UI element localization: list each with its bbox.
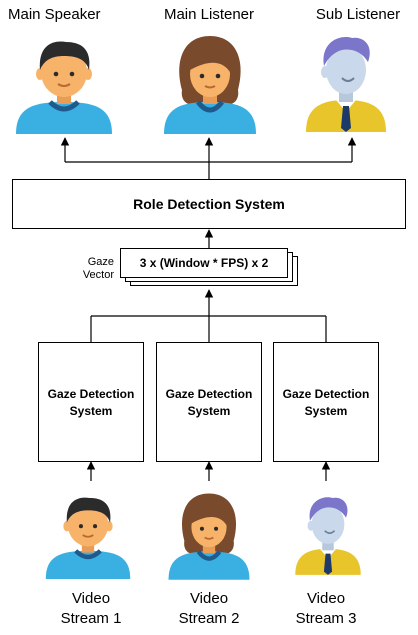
role-detection-system-title: Role Detection System [133, 196, 285, 212]
gaze-detection-system-1-line2: System [69, 404, 113, 418]
main-listener-label: Main Listener [163, 6, 255, 23]
video-stream-2-line2: Stream 2 [178, 610, 240, 627]
video-stream-2-label: Video Stream 2 [159, 589, 259, 629]
gaze-detection-system-3-line2: System [304, 404, 348, 418]
role-detection-system-box: Role Detection System [12, 179, 406, 229]
video-stream-3-line1: Video [306, 590, 346, 607]
gaze-vector-box: 3 x (Window * FPS) x 2 [120, 248, 288, 278]
gaze-detection-system-2-line2: System [187, 404, 231, 418]
gaze-detection-system-3-line1: Gaze Detection [282, 387, 370, 401]
gaze-detection-system-1: Gaze Detection System [38, 342, 144, 462]
gaze-vector-formula: 3 x (Window * FPS) x 2 [139, 256, 269, 270]
gaze-vector-label: Gaze Vector [66, 256, 114, 282]
gaze-vector-label-line2: Vector [82, 269, 114, 281]
gaze-detection-system-2-line1: Gaze Detection [165, 387, 253, 401]
video-stream-1-line1: Video [71, 590, 111, 607]
video-stream-3-label: Video Stream 3 [276, 589, 376, 629]
woman-avatar-icon [164, 36, 256, 134]
gaze-detection-system-2: Gaze Detection System [156, 342, 262, 462]
video-stream-2-line1: Video [189, 590, 229, 607]
gaze-detection-system-3: Gaze Detection System [273, 342, 379, 462]
video-stream-3-line2: Stream 3 [295, 610, 357, 627]
man-avatar-icon [16, 41, 112, 134]
sub-listener-label: Sub Listener [315, 6, 401, 23]
stream3-businessman-avatar-icon [295, 497, 361, 575]
main-speaker-label: Main Speaker [8, 6, 101, 23]
gaze-vector-label-line1: Gaze [87, 256, 114, 268]
stream1-man-avatar-icon [45, 497, 131, 579]
video-stream-1-line2: Stream 1 [60, 610, 122, 627]
video-stream-1-label: Video Stream 1 [41, 589, 141, 629]
businessman-avatar-icon [306, 37, 386, 132]
stream2-woman-avatar-icon [168, 493, 250, 580]
gaze-detection-system-1-line1: Gaze Detection [47, 387, 135, 401]
